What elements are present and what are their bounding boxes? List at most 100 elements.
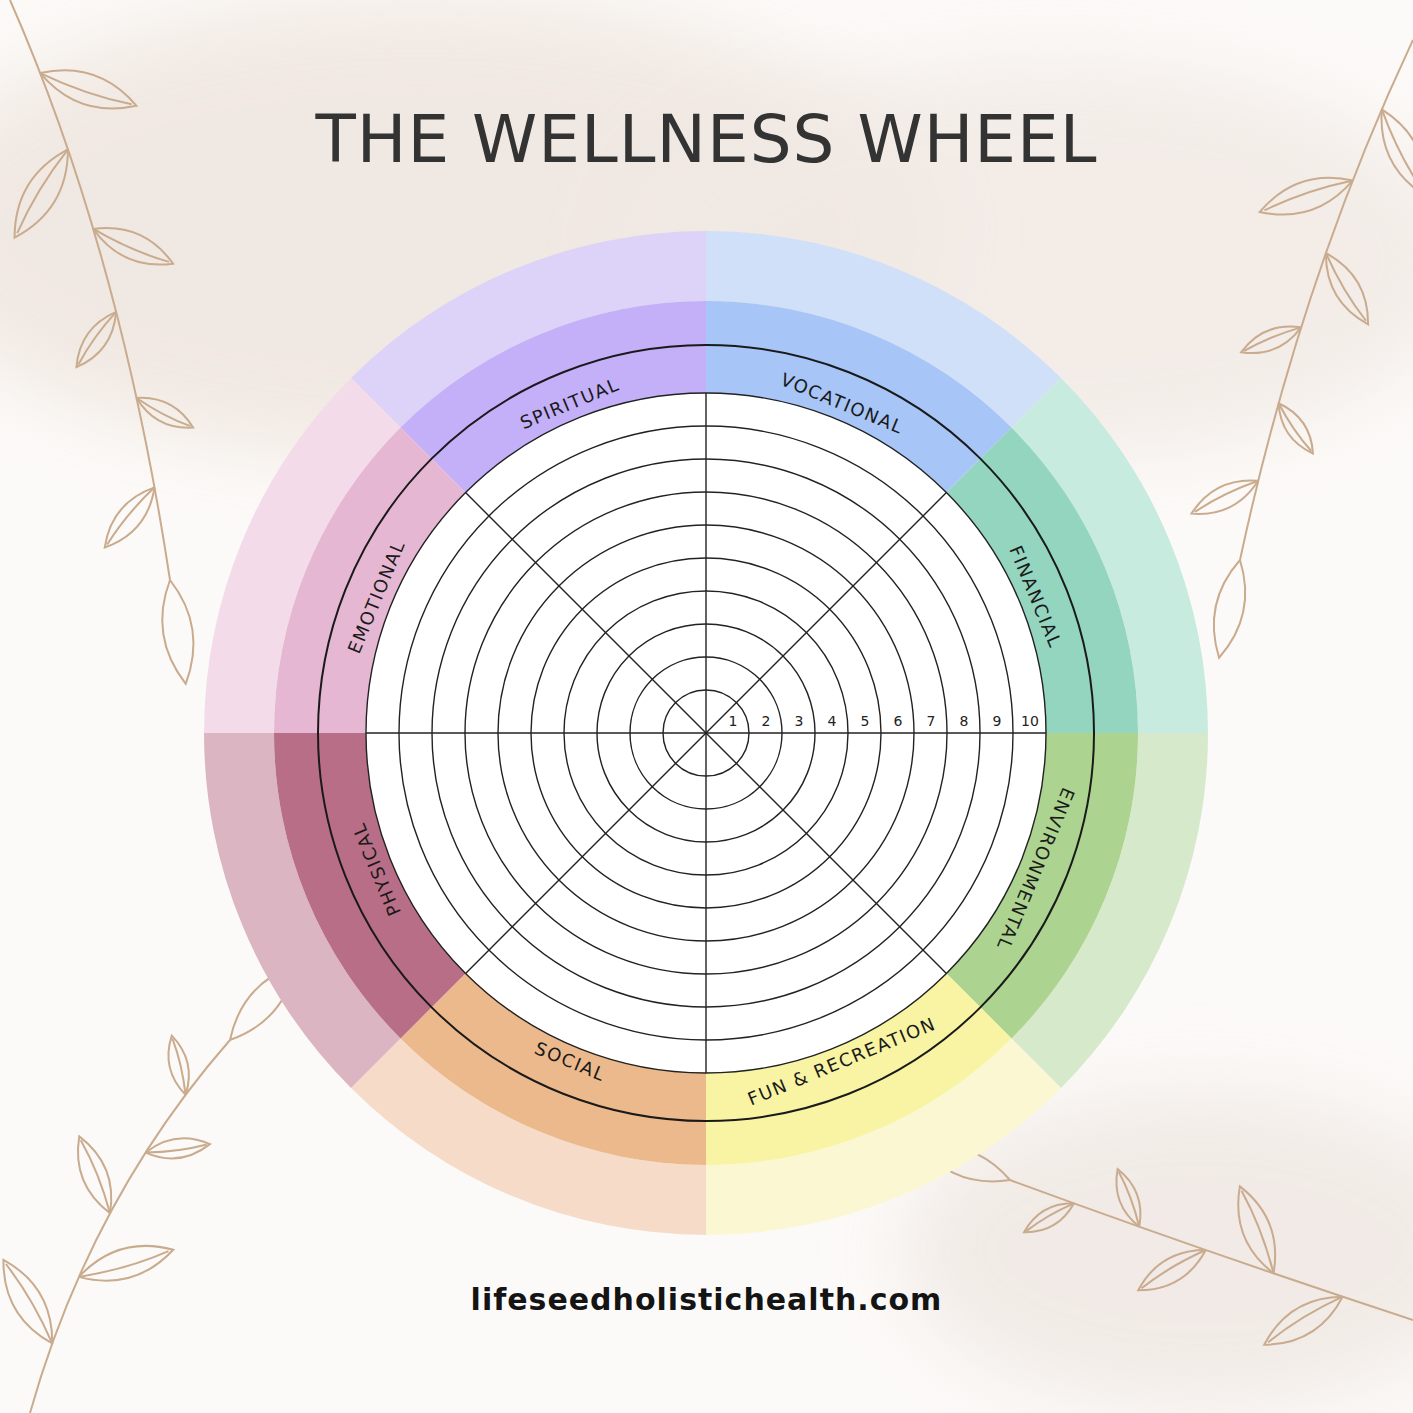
leaf-outline [1255, 166, 1357, 225]
leaf [1187, 471, 1264, 524]
leaf-outline [75, 1236, 178, 1291]
leaf-vein [1277, 403, 1311, 452]
spoke-line [706, 733, 946, 973]
leaf [1255, 166, 1357, 225]
leaf-outline [35, 59, 141, 121]
leaf-vein [6, 1263, 55, 1344]
scale-number: 5 [861, 714, 870, 729]
leaf [1, 141, 81, 245]
scale-number: 4 [828, 714, 837, 729]
leaf-vein [1263, 178, 1352, 211]
spoke-line [706, 732, 1046, 733]
leaf-vein [1242, 1190, 1277, 1274]
leaf-outline [144, 1134, 211, 1162]
leaf [68, 306, 124, 373]
leaf-outline [155, 578, 200, 686]
branch-stem [1240, 40, 1413, 560]
leaf-vein [1267, 1294, 1343, 1342]
scale-number: 6 [894, 714, 903, 729]
leaf-vein [81, 1139, 113, 1213]
leaf [155, 578, 200, 686]
leaf-branch [916, 1135, 1413, 1357]
outer-ring-line [318, 345, 1094, 1121]
wellness-wheel [204, 231, 1208, 1235]
leaf-outline [1227, 1181, 1287, 1278]
leaf-branch [0, 956, 306, 1413]
leaf-outline [1238, 318, 1305, 361]
leaf [132, 389, 197, 436]
leaf [1238, 318, 1305, 361]
leaf-vein [1194, 479, 1258, 512]
leaf [1227, 1181, 1287, 1278]
leaf [75, 1236, 178, 1291]
leaf [1315, 247, 1379, 331]
leaf-outline [68, 306, 124, 373]
leaf-vein [1244, 326, 1302, 351]
leaf-outline [1315, 247, 1379, 331]
leaf-outline [1369, 103, 1413, 203]
grid-ground [366, 393, 1046, 1073]
spoke-line [366, 732, 706, 733]
scale-number: 8 [960, 714, 969, 729]
leaf [163, 1034, 195, 1097]
leaf-outline [1187, 471, 1264, 524]
spoke-line [705, 733, 706, 1073]
scale-number: 9 [993, 714, 1002, 729]
leaf-vein [1140, 1248, 1205, 1288]
leaf-vein [136, 398, 191, 428]
leaf [1205, 557, 1253, 661]
leaf [1271, 398, 1320, 459]
leaf-vein [39, 73, 131, 107]
leaf-vein [1379, 109, 1413, 192]
leaf-outline [1205, 557, 1253, 661]
leaf-vein [1119, 1171, 1141, 1226]
leaf [1132, 1240, 1212, 1301]
leaf-vein [172, 1038, 187, 1095]
leaf [144, 1134, 211, 1162]
leaf-vein [77, 311, 116, 365]
website-caption: lifeseedholistichealth.com [0, 1282, 1413, 1318]
leaf-outline [1257, 1285, 1350, 1357]
spoke-line [466, 733, 706, 973]
leaf-outline [68, 1132, 122, 1218]
leaf-outline [88, 217, 178, 276]
leaf-outline [1, 141, 81, 245]
leaf-outline [1132, 1240, 1212, 1301]
leaf [0, 1253, 65, 1351]
leaf [1109, 1166, 1148, 1230]
score-ring [366, 393, 1046, 1073]
spoke-line [706, 493, 946, 733]
leaf-outline [163, 1034, 195, 1097]
leaf-outline [132, 389, 197, 436]
branch-stem [30, 1040, 230, 1413]
spoke-line [705, 393, 706, 733]
leaf-vein [92, 229, 169, 264]
scale-number: 10 [1021, 714, 1039, 729]
leaf-vein [79, 1251, 169, 1280]
scale-number: 7 [927, 714, 936, 729]
leaf-outline [0, 1253, 65, 1351]
branch-stem [1010, 1180, 1413, 1320]
leaf-outline [96, 480, 164, 555]
leaf-outline [1109, 1166, 1148, 1230]
leaf-branch [1187, 40, 1413, 661]
leaf [1020, 1196, 1079, 1240]
scale-number: 2 [762, 714, 771, 729]
leaf-vein [146, 1145, 207, 1155]
leaf [35, 59, 141, 121]
leaf [1369, 103, 1413, 203]
scale-number: 3 [795, 714, 804, 729]
scale-number: 1 [729, 714, 738, 729]
leaf [88, 217, 178, 276]
spoke-line [466, 493, 706, 733]
leaf [1257, 1285, 1350, 1357]
leaf-vein [1324, 253, 1366, 322]
leaf-vein [1026, 1202, 1074, 1231]
wheel-title: THE WELLNESS WHEEL [0, 100, 1413, 179]
leaf [96, 480, 164, 555]
leaf-branch [1, 0, 200, 686]
leaf [68, 1132, 122, 1218]
